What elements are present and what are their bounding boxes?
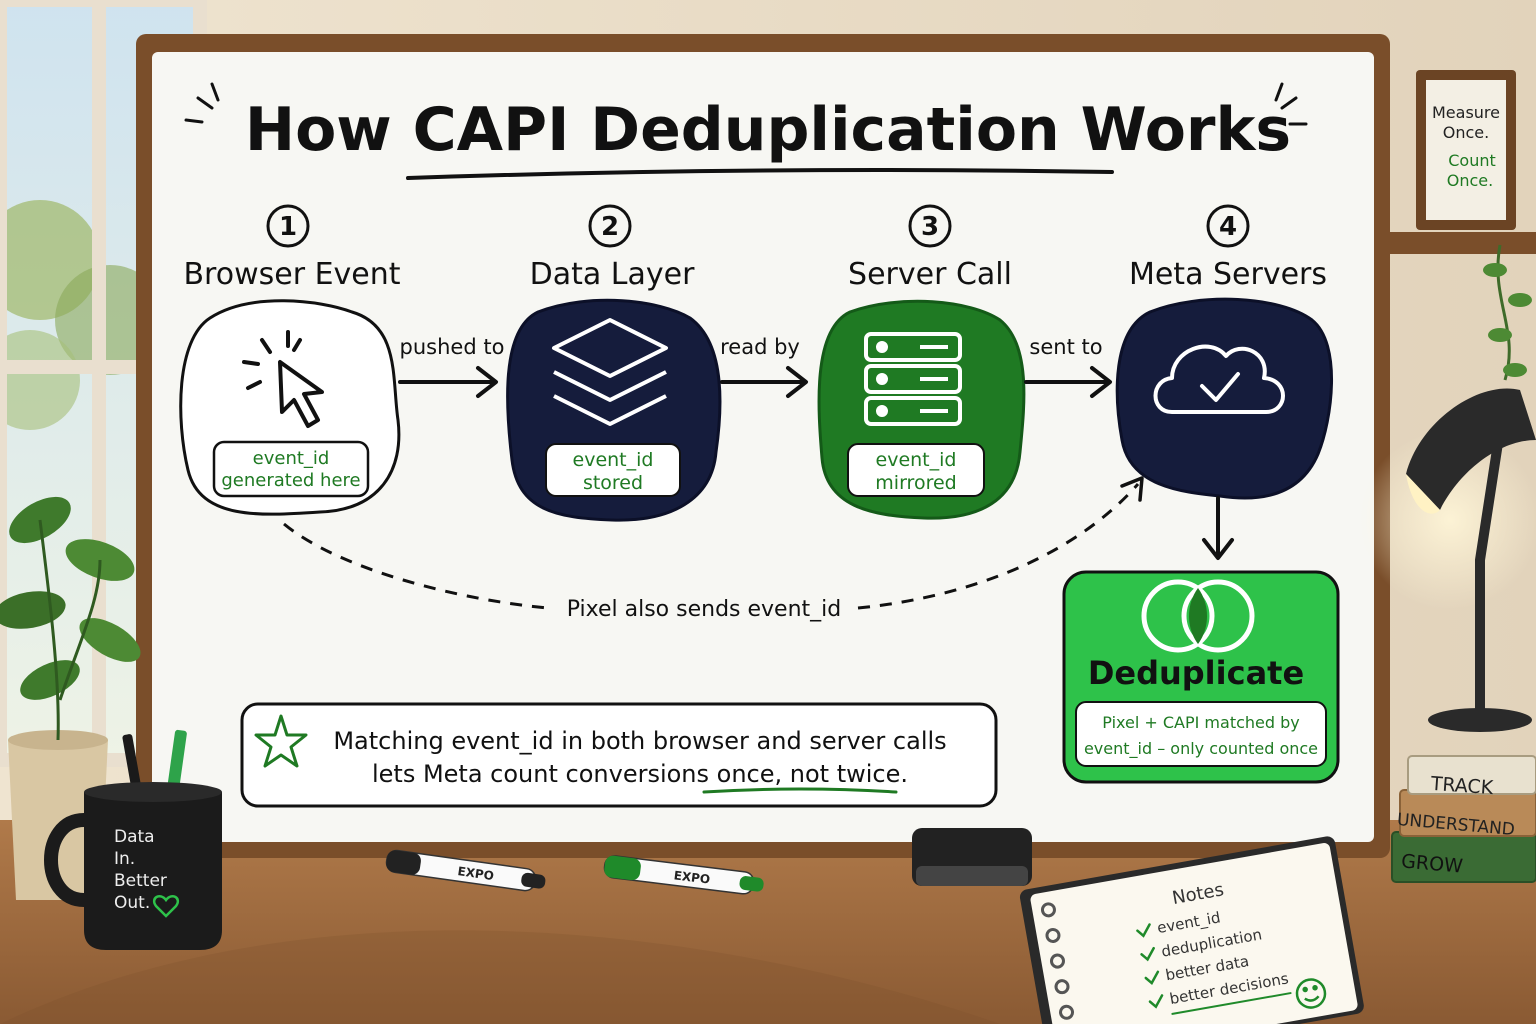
connector-label: sent to: [1029, 335, 1102, 359]
step-1-header: 1 Browser Event: [183, 204, 401, 292]
callout-line2-prefix: lets Meta count conversions: [372, 760, 717, 788]
sparkle-left-icon: [184, 82, 220, 124]
connector-label: pushed to: [400, 335, 505, 359]
cursor-click-icon: [242, 330, 324, 428]
marker-label: EXPO: [673, 868, 711, 886]
step-label: Meta Servers: [1129, 257, 1327, 292]
step-label: Server Call: [848, 257, 1012, 292]
mug: Data In. Better Out.: [44, 729, 222, 950]
shelf: Measure Once. Count Once.: [1390, 70, 1536, 381]
tag-line1: event_id: [573, 449, 654, 471]
arrow-right-icon: [398, 366, 498, 398]
tag-line1: event_id: [253, 448, 330, 469]
data-layer-node: event_id stored: [506, 298, 722, 522]
server-icon: [864, 332, 962, 426]
smiley-icon: [1295, 978, 1327, 1009]
event-id-tag: [545, 443, 681, 497]
cloud-check-icon: [1153, 344, 1285, 414]
frame-line3: Count: [1448, 151, 1496, 170]
callout-emphasis: once, not twice.: [717, 760, 908, 788]
book-stack: TRACK UNDERSTAND GROW: [1391, 755, 1536, 883]
title-group: How CAPI Deduplication Works: [184, 82, 1308, 180]
book-label: TRACK: [1429, 773, 1494, 799]
marker-black: EXPO: [385, 849, 546, 892]
arrow-down-icon: [1202, 496, 1234, 560]
server-call-node: event_id mirrored: [817, 299, 1026, 520]
star-icon: [254, 714, 308, 768]
step-2-header: 2 Data Layer: [530, 204, 695, 292]
whiteboard-eraser: [912, 828, 1032, 886]
callout-line1: Matching event_id in both browser and se…: [333, 727, 946, 755]
dedup-line1: Pixel + CAPI matched by: [1102, 713, 1299, 732]
step-number-circle: [908, 204, 952, 248]
step-number: 2: [601, 212, 619, 242]
heart-icon: [152, 895, 180, 918]
step-number-circle: [266, 204, 310, 248]
potted-plant: [0, 496, 141, 900]
tag-line2: mirrored: [875, 472, 956, 494]
book-label: GROW: [1400, 850, 1464, 877]
step-number-circle: [1206, 204, 1250, 248]
marker-label: EXPO: [457, 864, 495, 883]
callout-box: Matching event_id in both browser and se…: [240, 702, 998, 808]
dedup-line2: event_id – only counted once: [1084, 739, 1318, 759]
step-number: 3: [921, 212, 939, 242]
dedup-title: Deduplicate: [1088, 654, 1304, 692]
mug-line4: Out.: [114, 893, 150, 913]
page-title: How CAPI Deduplication Works: [245, 95, 1291, 165]
checkmark-icon: [1136, 923, 1164, 1009]
mug-line1: Data: [114, 827, 155, 847]
step-label: Data Layer: [530, 257, 695, 292]
connector-label: read by: [720, 335, 800, 359]
arrow-right-icon: [720, 366, 808, 398]
notebook: Notes event_id deduplication better data…: [1019, 836, 1364, 1024]
sparkle-right-icon: [1274, 82, 1308, 126]
step-3-header: 3 Server Call: [848, 204, 1012, 292]
mug-line3: Better: [114, 871, 167, 891]
frame-line4: Once.: [1447, 171, 1493, 190]
deduplicate-box: Deduplicate Pixel + CAPI matched by even…: [1062, 570, 1340, 784]
layers-icon: [552, 318, 668, 426]
event-id-tag: [212, 440, 370, 498]
step-label: Browser Event: [183, 257, 400, 292]
step-number: 4: [1219, 212, 1237, 242]
connector-pushed-to: pushed to: [398, 335, 505, 398]
pixel-path-label: Pixel also sends event_id: [567, 597, 841, 622]
step-number: 1: [279, 212, 297, 242]
step-number-circle: [588, 204, 632, 248]
mug-line2: In.: [114, 849, 135, 869]
meta-servers-node: [1115, 297, 1334, 500]
connector-sent-to: sent to: [1024, 335, 1112, 398]
frame-line2: Once.: [1443, 123, 1489, 142]
connector-read-by: read by: [720, 335, 808, 398]
arrow-right-icon: [1024, 366, 1112, 398]
tag-line1: event_id: [876, 449, 957, 471]
desk-lamp: [1360, 388, 1536, 732]
tag-line2: stored: [583, 472, 643, 494]
browser-event-node: event_id generated here: [179, 299, 401, 516]
step-4-header: 4 Meta Servers: [1129, 204, 1327, 292]
frame-line1: Measure: [1432, 103, 1500, 122]
pixel-path: Pixel also sends event_id: [283, 476, 1144, 622]
event-id-tag: [847, 443, 985, 497]
overlap-circles-icon: [1141, 579, 1255, 653]
marker-green: EXPO: [603, 855, 764, 895]
callout-line2: lets Meta count conversions once, not tw…: [372, 760, 908, 788]
tag-line2: generated here: [221, 470, 360, 491]
arrow-head-icon: [1120, 476, 1144, 502]
